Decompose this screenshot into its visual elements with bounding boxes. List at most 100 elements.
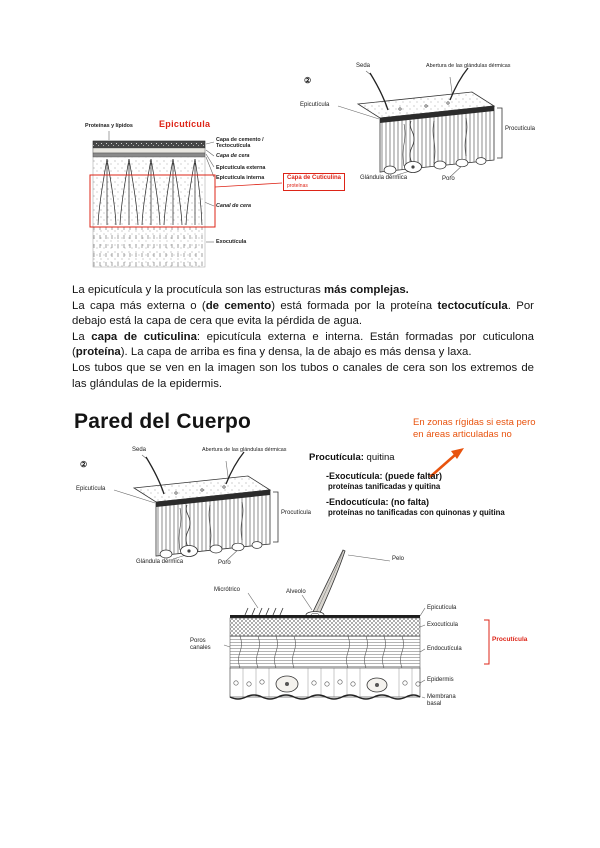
label-epicuticula: Epicutícula [300, 102, 330, 108]
label-capa-cera: Capa de cera [216, 153, 250, 159]
label-poros-canales: Poros canales [190, 638, 211, 652]
label-seda: Seda [356, 63, 371, 69]
exocuticula-desc: proteínas tanificadas y quitina [328, 482, 441, 491]
cuticle-block-art [337, 67, 503, 178]
figure-title-epicuticula: Epicutícula [159, 119, 211, 129]
epidermis-nuclei [233, 679, 421, 687]
epicuticle-band [156, 490, 270, 507]
paragraph-3: La capa de cuticulina: epicutícula exter… [72, 330, 534, 361]
endocuticula-line: -Endocutícula: (no falta) [326, 497, 429, 507]
seta-drawing [449, 67, 469, 101]
figure-epicuticle-detail: Proteínas y lípidos Epicutícula Capa de … [85, 117, 346, 275]
label-epicuticula-externa: Epicutícula externa [216, 165, 266, 171]
wax-layer [92, 147, 206, 154]
seta-drawing [145, 456, 165, 495]
seta-drawing [369, 72, 389, 111]
label-epidermis: Epidermis [427, 677, 454, 683]
epicuticle-band [380, 106, 494, 123]
seta-drawing [225, 451, 245, 485]
p2-text: ) está formada por la proteína [271, 299, 438, 312]
cuticle-block-art [113, 451, 279, 562]
paragraph-1: La epicutícula y la procutícula son las … [72, 283, 534, 299]
label-capa-cuticulina-box: Capa de Cuticulina proteínas [283, 173, 346, 191]
endocuticle-layer [230, 636, 420, 668]
label-pelo: Pelo [392, 556, 405, 562]
p4-text: Los tubos que se ven en la imagen son lo… [72, 361, 534, 390]
gland-duct [409, 120, 415, 164]
leader-lines [108, 131, 215, 243]
hair-drawing [311, 549, 346, 616]
label-canal-cera: Canal de cera [216, 203, 252, 209]
label-microtrico: Micrótrico [214, 587, 241, 593]
wax-canals [97, 158, 203, 226]
label-epicuticula: Epicutícula [427, 605, 457, 611]
p2-text: La capa más externa o ( [72, 299, 206, 312]
p2-bold: tectocutícula [437, 299, 508, 312]
label-procuticula: Procutícula [281, 510, 312, 516]
label-glandula-dermica: Glándula dérmica [136, 559, 184, 565]
annotation-note: En zonas rígidas si esta pero en áreas a… [413, 417, 536, 440]
procuticle-bracket [273, 491, 279, 543]
p2-text: . Por debajo está la capa de cera que ev… [72, 299, 534, 328]
procuticle-bracket [497, 107, 503, 159]
p1-text: La epicutícula y la procutícula son las … [72, 284, 324, 296]
section-title: Pared del Cuerpo [74, 410, 252, 433]
leader-lines [223, 554, 426, 699]
label-procuticula: Procutícula [505, 126, 536, 132]
label-seda: Seda [132, 447, 147, 453]
label-abertura-glandulas: Abertura de las glándulas dérmicas [202, 447, 287, 453]
label-alveolo: Alveolo [286, 589, 306, 595]
cuticulin-layer [92, 152, 206, 158]
figure-number-badge: ② [304, 76, 312, 85]
label-capa-cuticulina: Capa de Cuticulina [287, 175, 342, 181]
label-poro: Poro [218, 560, 231, 566]
paragraph-4: Los tubos que se ven en la imagen son lo… [72, 361, 534, 392]
basal-membrane-line [229, 694, 421, 700]
p3-text: : epicutícula externa e interna. Están f… [72, 330, 534, 359]
procuticle-face [380, 106, 494, 172]
label-capa-cemento: Capa de cemento / Tectocutícula [216, 137, 264, 150]
endocuticula-desc: proteínas no tanificadas con quinonas y … [328, 508, 505, 517]
microtrichia [244, 607, 284, 616]
procuticle-red-bracket [484, 619, 490, 665]
cuticulin-highlight-box [89, 174, 216, 228]
red-arrow-icon [429, 448, 464, 478]
label-exocuticula: Exocutícula [216, 239, 247, 245]
exocuticula-line: -Exocutícula: (puede faltar) [326, 471, 443, 481]
procuticula-line: Procutícula: quitina [309, 452, 529, 463]
p3-text: ). La capa de arriba es fina y densa, la… [120, 346, 472, 359]
label-procuticula-red: Procutícula [492, 636, 528, 643]
p1-bold: más complejas. [324, 284, 409, 296]
label-endocuticula: Endocutícula [427, 646, 462, 652]
procuticula-value: quitina [363, 452, 395, 463]
p2-bold: de cemento [205, 299, 272, 312]
procuticula-label: Procutícula: [309, 452, 364, 463]
body-wall-art [223, 549, 490, 700]
procuticle-face [156, 490, 270, 556]
gland-duct [185, 504, 191, 548]
p3-bold: proteína [75, 346, 121, 359]
figure-cuticle-overview-top: ② Seda Abertura de las glándulas dérmica… [300, 62, 545, 194]
procuticle-info: Procutícula: quitina -Exocutícula: (pued… [309, 452, 529, 523]
p3-bold: capa de cuticulina [91, 330, 197, 343]
epicuticle-layer [230, 615, 420, 618]
pore-canals [238, 635, 404, 669]
notes-text-block: La epicutícula y la procutícula son las … [72, 283, 534, 392]
label-membrana-basal: Membrana basal [427, 694, 456, 708]
exocuticle-layer [230, 618, 420, 636]
figure-cuticle-overview-bottom: ② Seda Abertura de las glándulas dérmica… [76, 446, 321, 578]
procuticle-sublist: -Exocutícula: (puede faltar) proteínas t… [326, 471, 529, 517]
label-poro: Poro [442, 176, 455, 182]
label-epicuticula-interna: Epicutícula interna [216, 175, 265, 181]
label-glandula-dermica: Glándula dérmica [360, 175, 408, 181]
figure-number-badge: ② [80, 460, 88, 469]
label-exocuticula: Exocutícula [427, 622, 459, 628]
figure-body-wall-section: Pelo Micrótrico Alveolo Poros canales Ep… [190, 545, 540, 745]
paragraph-2: La capa más externa o (de cemento) está … [72, 299, 534, 330]
label-cuticulina-proteinas: proteínas [287, 182, 308, 189]
label-epicuticula: Epicutícula [76, 486, 106, 492]
epidermis-cell-walls [242, 668, 413, 697]
epicuticle-detail-art [89, 131, 283, 268]
p3-text: La [72, 330, 92, 343]
